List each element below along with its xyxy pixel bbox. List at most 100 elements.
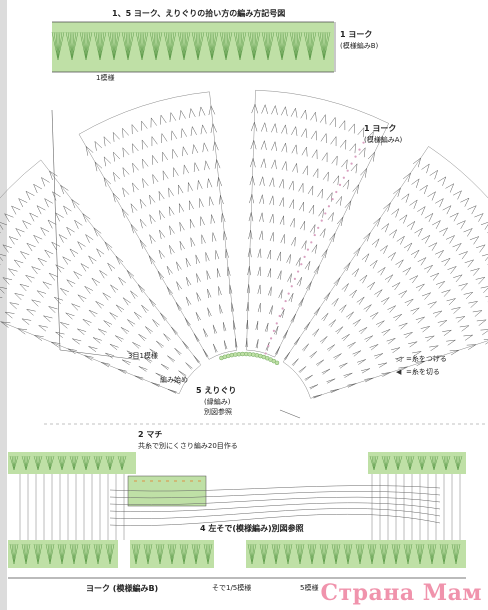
v-stitch (166, 286, 173, 294)
fan-stitch (107, 31, 115, 61)
yoke-a-sector (78, 91, 237, 360)
v-stitch (346, 311, 354, 318)
fan-stitch (49, 543, 55, 565)
v-stitch (444, 258, 451, 266)
v-stitch (94, 161, 103, 169)
v-stitch (77, 328, 87, 332)
fan-stitch (347, 543, 351, 565)
fan-stitch (99, 31, 103, 61)
v-stitch (38, 325, 48, 328)
v-stitch (118, 277, 124, 286)
v-stitch (298, 366, 307, 372)
fan-stitch (299, 543, 305, 565)
v-stitch (122, 147, 125, 158)
fan-stitch (295, 31, 299, 61)
v-stitch (374, 353, 383, 357)
v-stitch (322, 368, 331, 375)
v-stitch (192, 144, 194, 154)
cut-yarn-icon: ◀ (396, 368, 402, 376)
v-stitch (222, 322, 225, 332)
fan-stitch (57, 543, 63, 565)
v-stitch (437, 320, 447, 323)
v-stitch (248, 284, 250, 294)
v-stitch (115, 255, 121, 265)
v-stitch (17, 328, 26, 335)
fan-stitch (133, 543, 137, 565)
v-stitch (304, 261, 311, 269)
v-stitch (358, 147, 366, 155)
v-stitch (259, 194, 263, 204)
v-stitch (470, 268, 480, 272)
fan-stitch (13, 543, 19, 565)
v-stitch (151, 382, 160, 387)
v-stitch (84, 286, 93, 291)
v-stitch (41, 177, 50, 183)
v-stitch (313, 265, 320, 273)
v-stitch (480, 329, 488, 331)
v-stitch (294, 237, 296, 247)
fan-stitch (97, 455, 103, 471)
v-stitch (158, 191, 165, 200)
v-stitch (337, 175, 339, 186)
v-stitch (11, 205, 17, 215)
v-stitch (404, 298, 414, 303)
v-stitch (251, 212, 254, 222)
v-stitch (383, 297, 390, 305)
v-stitch (378, 362, 388, 366)
v-stitch (315, 112, 317, 122)
v-stitch (266, 322, 269, 332)
v-stitch (312, 328, 320, 336)
v-stitch (184, 317, 189, 327)
fan-stitch (275, 543, 281, 565)
fan-stitch (23, 543, 27, 565)
v-stitch (422, 326, 430, 333)
fan-stitch (69, 31, 73, 61)
v-stitch (84, 286, 91, 294)
v-stitch (155, 372, 165, 377)
v-stitch (218, 286, 222, 296)
v-stitch (160, 115, 162, 125)
fan-stitch (33, 455, 39, 471)
v-stitch (381, 329, 391, 333)
v-stitch (259, 212, 263, 222)
v-stitch (25, 275, 35, 279)
v-stitch (412, 307, 420, 315)
v-stitch (485, 342, 488, 345)
fan-stitch (167, 543, 173, 565)
v-stitch (47, 219, 57, 225)
v-stitch (466, 344, 477, 346)
v-stitch (117, 368, 126, 374)
v-stitch (77, 241, 83, 250)
v-stitch (58, 234, 64, 243)
fan-stitch (121, 455, 125, 471)
fan-stitch (97, 31, 101, 61)
v-stitch (141, 304, 147, 313)
v-stitch (284, 330, 289, 339)
fan-stitch (95, 543, 99, 565)
v-stitch (470, 301, 478, 308)
fan-stitch (397, 455, 403, 471)
v-stitch (459, 325, 470, 328)
v-stitch (460, 197, 470, 203)
v-stitch (5, 311, 15, 314)
v-stitch (145, 326, 153, 332)
v-stitch (134, 375, 144, 379)
v-stitch (405, 267, 412, 276)
v-stitch (9, 302, 17, 310)
v-stitch (461, 325, 470, 332)
v-stitch (321, 336, 328, 344)
fan-stitch (47, 455, 51, 471)
v-stitch (9, 302, 19, 305)
v-stitch (398, 366, 408, 369)
v-stitch (333, 298, 339, 307)
v-stitch (289, 254, 291, 264)
v-stitch (389, 305, 396, 313)
v-stitch (426, 163, 430, 174)
gusset-sublabel: 共糸で別にくさり編み20目作る (138, 442, 238, 450)
v-stitch (476, 319, 487, 322)
v-stitch (435, 281, 445, 285)
v-stitch (455, 316, 465, 319)
v-stitch (282, 179, 285, 189)
v-stitch (176, 261, 182, 270)
v-stitch (84, 355, 93, 361)
